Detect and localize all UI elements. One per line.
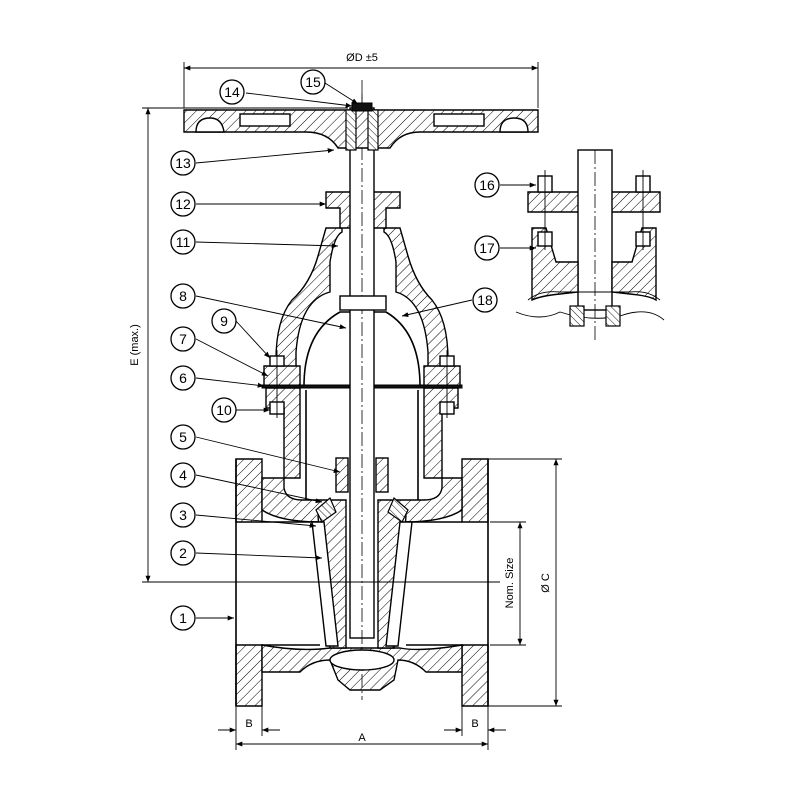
svg-text:12: 12: [175, 196, 191, 212]
wedge: [311, 497, 413, 671]
dimensions: ØD ±5 E (max.) Nom. Size Ø C A B B: [129, 52, 562, 750]
dim-height: E (max.): [129, 324, 141, 366]
svg-text:5: 5: [179, 429, 187, 445]
callout-16: 16: [474, 172, 500, 198]
left-flange-lower: [235, 644, 263, 707]
dim-handwheel-diameter: ØD ±5: [346, 52, 378, 64]
svg-text:15: 15: [305, 74, 321, 90]
dim-flange-diameter: Ø C: [540, 573, 552, 593]
right-flange-lower: [461, 644, 489, 707]
callout-13: 13: [170, 150, 196, 176]
svg-text:3: 3: [179, 507, 187, 523]
right-flange-upper: [461, 458, 489, 523]
detail-view: [515, 149, 665, 340]
dim-flange-thickness-left: B: [245, 718, 252, 730]
callout-11: 11: [170, 229, 196, 255]
svg-text:9: 9: [220, 313, 228, 329]
dim-nominal-size: Nom. Size: [504, 558, 516, 609]
callout-2: 2: [170, 540, 196, 566]
callout-1: 1: [170, 605, 196, 631]
svg-text:2: 2: [179, 545, 187, 561]
svg-text:16: 16: [479, 177, 495, 193]
svg-text:14: 14: [224, 84, 240, 100]
svg-text:8: 8: [179, 288, 187, 304]
callout-7: 7: [170, 326, 196, 352]
callout-10: 10: [211, 397, 237, 423]
callout-15: 15: [300, 69, 326, 95]
bonnet-bolts: [269, 350, 455, 418]
handwheel-rim: [183, 109, 539, 149]
svg-text:18: 18: [477, 292, 493, 308]
bonnet: [261, 227, 463, 389]
callout-6: 6: [170, 365, 196, 391]
bonnet-left-wall: [269, 227, 343, 387]
seat-ring-left: [311, 521, 339, 647]
seat-ring-right: [385, 521, 413, 647]
callout-17: 17: [474, 235, 500, 261]
callout-3: 3: [170, 502, 196, 528]
body-upper-right-wall: [395, 477, 463, 523]
callout-12: 12: [170, 191, 196, 217]
dim-flange-thickness-right: B: [471, 718, 478, 730]
body-neck: [265, 387, 459, 500]
callout-18: 18: [472, 287, 498, 313]
svg-text:7: 7: [179, 331, 187, 347]
callout-leaders: [195, 82, 536, 621]
svg-text:11: 11: [176, 234, 191, 250]
svg-text:13: 13: [175, 155, 191, 171]
stem-assembly: [325, 80, 401, 700]
svg-text:17: 17: [479, 240, 495, 256]
callout-bubbles: 14 15 13 12 11 8 9 7 6 10 5 4 3 2 1 16 1…: [170, 69, 500, 631]
callout-14: 14: [219, 79, 245, 105]
svg-text:6: 6: [179, 370, 187, 386]
callout-8: 8: [170, 283, 196, 309]
dim-face-to-face: A: [358, 732, 366, 744]
callout-9: 9: [211, 308, 237, 334]
svg-text:10: 10: [216, 402, 232, 418]
svg-text:1: 1: [179, 610, 187, 626]
callout-4: 4: [170, 462, 196, 488]
body-upper-left-wall: [261, 477, 332, 523]
callout-5: 5: [170, 424, 196, 450]
svg-text:4: 4: [179, 467, 187, 483]
handwheel: [183, 94, 539, 151]
left-flange-upper: [235, 458, 263, 523]
